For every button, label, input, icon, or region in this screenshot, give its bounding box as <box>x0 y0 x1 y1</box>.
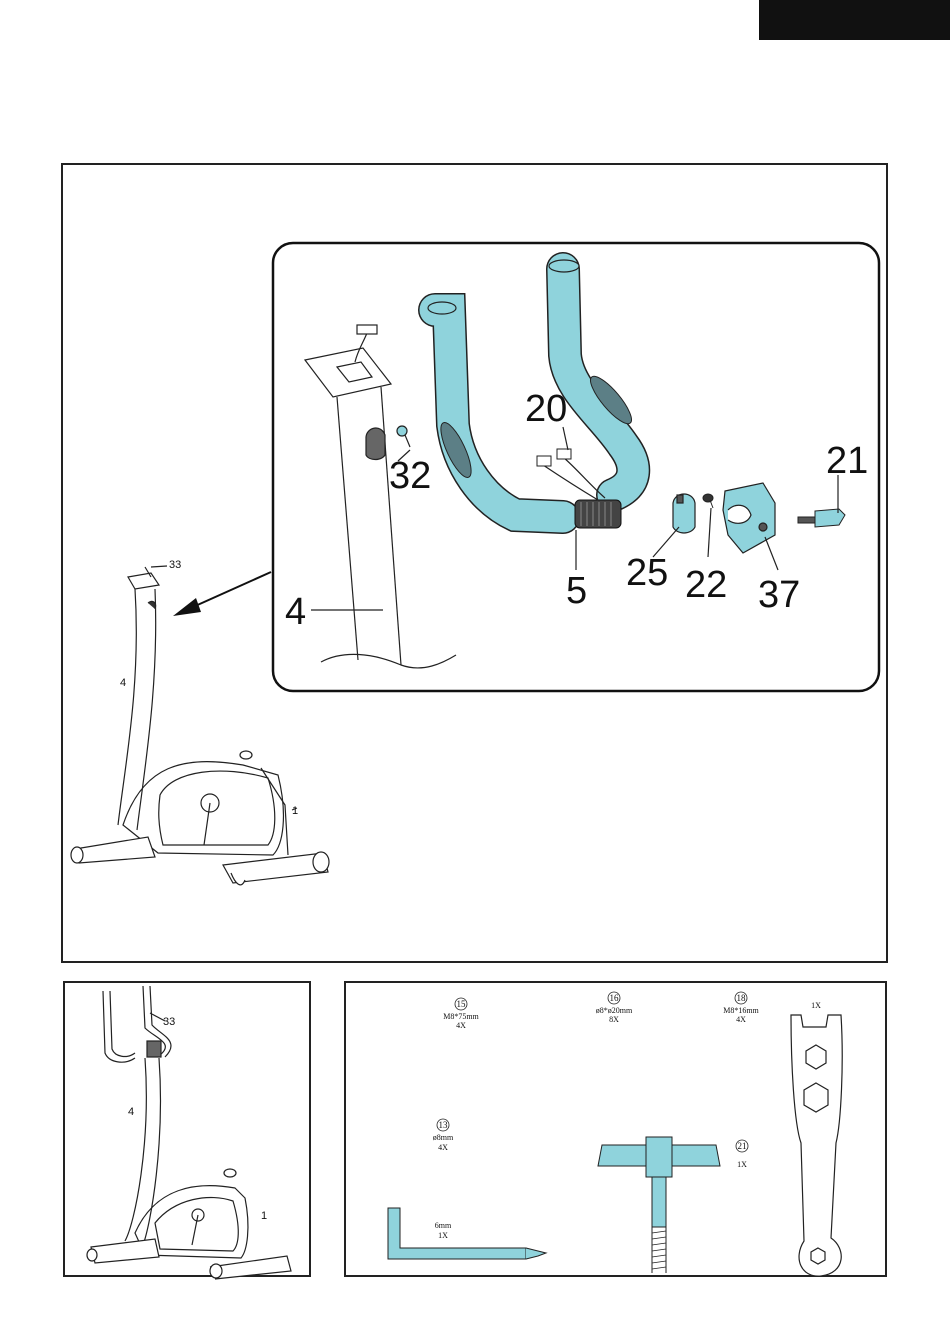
hardware-item-13: 13 ø8mm 4X <box>433 1119 454 1152</box>
assembly-diagram: 20 21 32 25 22 37 5 4 33 4 1 <box>63 165 890 965</box>
svg-text:1X: 1X <box>438 1231 448 1240</box>
svg-text:4X: 4X <box>438 1143 448 1152</box>
hardware-item-18: 18 M8*16mm 4X <box>723 992 759 1024</box>
assembled-callout-33: 33 <box>163 1016 175 1028</box>
assembled-bike-diagram: 33 4 1 <box>65 983 313 1279</box>
svg-text:4X: 4X <box>456 1021 466 1030</box>
svg-text:1X: 1X <box>811 1001 821 1010</box>
overview-callout-4: 4 <box>120 677 126 689</box>
callout-21: 21 <box>826 440 868 482</box>
assembled-view-panel: 33 4 1 <box>63 981 311 1277</box>
hardware-item-16: 16 ø8*ø20mm 8X <box>596 992 633 1024</box>
allen-key-tool: 6mm 1X <box>388 1208 546 1259</box>
assembled-callout-1: 1 <box>261 1210 267 1222</box>
wrench-tool: 1X <box>791 1001 842 1276</box>
upright-tube-detail <box>305 325 456 668</box>
hardware-diagram: 15 M8*75mm 4X 16 ø8*ø20mm 8X 18 M8*16mm … <box>346 983 889 1279</box>
hardware-pack-panel: 15 M8*75mm 4X 16 ø8*ø20mm 8X 18 M8*16mm … <box>344 981 887 1277</box>
overview-callout-1: 1 <box>292 805 298 817</box>
hardware-item-21: 21 1X <box>598 1137 748 1273</box>
assembly-step-panel: 20 21 32 25 22 37 5 4 33 4 1 <box>61 163 888 963</box>
callout-32: 32 <box>389 455 431 497</box>
assembled-callout-4: 4 <box>128 1106 134 1118</box>
svg-text:ø8mm: ø8mm <box>433 1133 454 1142</box>
svg-text:M8*75mm: M8*75mm <box>443 1012 479 1021</box>
clamp-part-25 <box>673 494 695 533</box>
callout-20: 20 <box>525 388 567 430</box>
svg-text:M8*16mm: M8*16mm <box>723 1006 759 1015</box>
svg-text:8X: 8X <box>609 1015 619 1024</box>
bolt-part-22 <box>703 494 713 508</box>
callout-4: 4 <box>285 591 306 633</box>
svg-text:4X: 4X <box>736 1015 746 1024</box>
callout-22: 22 <box>685 564 727 606</box>
callout-5: 5 <box>566 570 587 612</box>
section-tab <box>759 0 950 40</box>
svg-text:13: 13 <box>439 1120 449 1130</box>
overview-callout-33: 33 <box>169 559 181 571</box>
svg-text:21: 21 <box>738 1141 747 1151</box>
pointer-arrow <box>173 572 271 616</box>
knob-icon <box>598 1137 720 1273</box>
hardware-item-15: 15 M8*75mm 4X <box>443 998 479 1030</box>
callout-37: 37 <box>758 574 800 616</box>
svg-text:1X: 1X <box>737 1160 747 1169</box>
svg-text:6mm: 6mm <box>435 1221 452 1230</box>
svg-text:15: 15 <box>457 999 467 1009</box>
svg-text:18: 18 <box>737 993 747 1003</box>
svg-text:16: 16 <box>610 993 620 1003</box>
callout-25: 25 <box>626 552 668 594</box>
svg-text:ø8*ø20mm: ø8*ø20mm <box>596 1006 633 1015</box>
